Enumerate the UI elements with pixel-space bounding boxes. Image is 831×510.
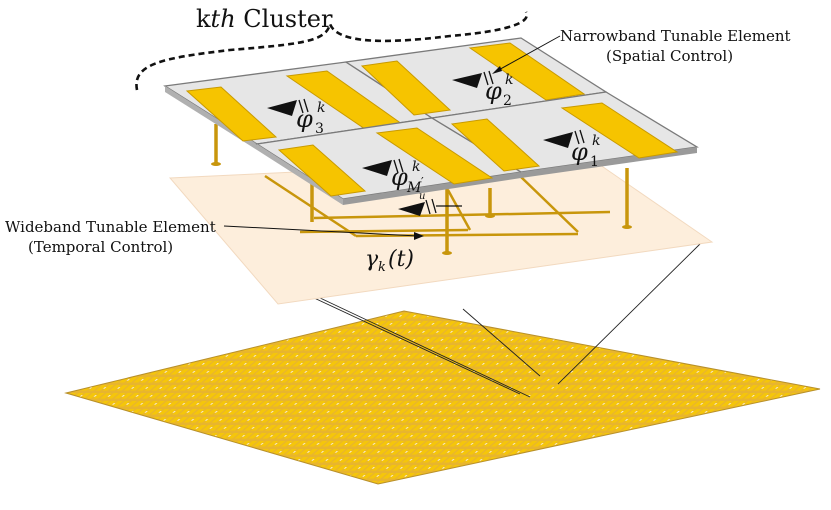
narrowband-pointer <box>492 35 561 74</box>
phi-2-label: φ k 2 <box>485 72 513 109</box>
wideband-pointer <box>223 225 424 240</box>
phi-1-label: φ k 1 <box>571 133 600 170</box>
svg-text:′: ′ <box>421 175 424 189</box>
svg-text:(t): (t) <box>388 247 414 272</box>
svg-text:k: k <box>317 100 325 116</box>
narrowband-sublabel: (Spatial Control) <box>606 47 733 65</box>
svg-text:k: k <box>505 72 513 88</box>
unit-cell-1 <box>430 91 699 178</box>
tuning-arrow-icon <box>452 73 482 88</box>
phi-m-label: φ k M u ′ <box>391 159 425 202</box>
narrowband-label: Narrowband Tunable Element <box>560 27 791 45</box>
svg-text:2: 2 <box>503 93 512 109</box>
svg-text:k: k <box>592 133 600 149</box>
phi-3-label: φ k 3 <box>296 100 325 137</box>
svg-text:3: 3 <box>315 121 324 137</box>
svg-text:φ: φ <box>571 138 588 166</box>
svg-text:φ: φ <box>391 163 408 191</box>
tuning-arrow-icon <box>267 100 297 116</box>
gamma-label: γ k (t) <box>365 247 414 275</box>
svg-text:M: M <box>406 180 422 196</box>
wideband-sublabel: (Temporal Control) <box>28 238 173 256</box>
metasurface-array <box>64 310 821 485</box>
tuning-arrow-icon <box>362 160 392 176</box>
cluster-title: kth Cluster <box>196 5 333 33</box>
svg-text:k: k <box>378 260 386 275</box>
svg-text:γ: γ <box>365 247 379 272</box>
wideband-label: Wideband Tunable Element <box>5 218 216 236</box>
cluster-brace <box>135 11 529 91</box>
svg-text:1: 1 <box>590 154 599 170</box>
zoom-lines <box>311 243 701 398</box>
wideband-tunable-element <box>398 198 462 216</box>
svg-text:φ: φ <box>485 77 502 105</box>
tuning-arrow-icon <box>543 132 573 148</box>
post-feet <box>211 162 632 255</box>
unit-cell-m <box>255 117 523 205</box>
unit-cell-3 <box>163 61 434 150</box>
svg-text:u: u <box>419 191 425 202</box>
svg-text:φ: φ <box>296 105 313 133</box>
svg-text:k: k <box>412 159 420 175</box>
